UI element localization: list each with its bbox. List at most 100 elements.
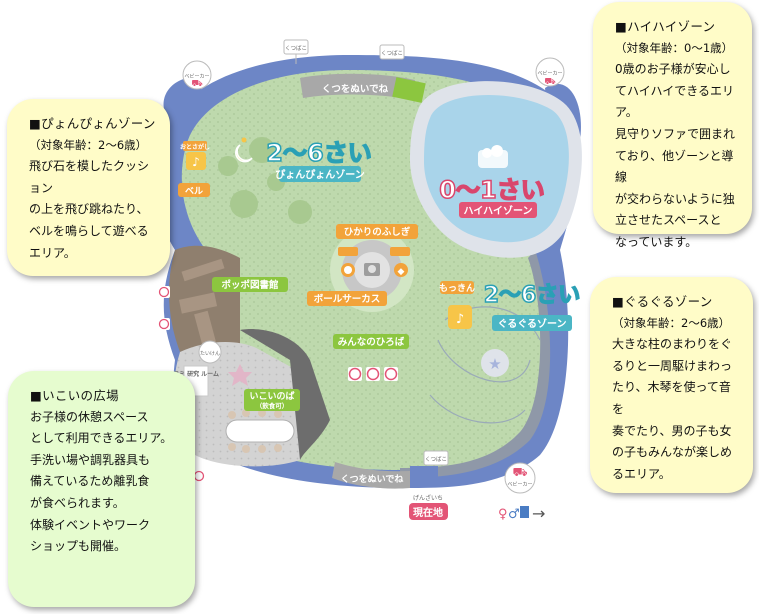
callout-line: ベルを鳴らして遊べる: [29, 223, 149, 238]
minna-label: みんなのひろば: [338, 336, 405, 348]
callout-line: 0歳のお子様が安心し: [615, 62, 731, 77]
callout-line: なっています。: [615, 234, 698, 249]
bell-label: ベル: [185, 186, 203, 197]
library-plate: [212, 277, 288, 292]
haihai-name-label: ハイハイゾーン: [464, 204, 533, 217]
current-location: げんざいち 現在地: [409, 494, 448, 520]
mokkin-plate: [440, 281, 474, 294]
callout-line: として利用できるエリア。: [30, 431, 173, 446]
callout-line: 飛び石を模したクッション: [29, 159, 150, 195]
stroller-icon: ⛟: [544, 77, 555, 87]
pyon-name-plate: [279, 166, 361, 182]
hikari-plate: [336, 224, 418, 239]
callout-line: が交わらないように独: [615, 191, 735, 206]
callout-subtitle: （対象年齢：2〜6歳）: [612, 315, 731, 330]
pyon-age-label: 2〜6さい: [266, 139, 371, 167]
callout-line: 見守りソファで囲まれ: [615, 126, 736, 141]
haihai-name-plate: [459, 202, 537, 218]
callout-line: エリア。: [29, 245, 76, 260]
man-icon: ♂: [508, 507, 520, 522]
callout-ikoi-plaza: ■いこいの広場 お子様の休憩スペース として利用できるエリア。 手洗い場や調乳器…: [8, 371, 195, 607]
no-food-icons: [348, 367, 398, 381]
callout-line: が食べられます。: [30, 495, 125, 510]
guru-name-label: ぐるぐるゾーン: [497, 317, 566, 330]
callout-line: 備えているため離乳食: [30, 474, 150, 489]
stroller-icon: ⛟: [512, 465, 527, 479]
pyon-name-label: ぴょんぴょんゾーン: [275, 168, 365, 181]
svg-text:♪: ♪: [192, 155, 200, 169]
shoes-off-label-bottom: くつをぬいでね: [341, 474, 404, 485]
callout-guru-zone: ■ぐるぐるゾーン （対象年齢：2〜6歳） 大きな柱のまわりをぐ るりと一周駆けま…: [590, 277, 753, 493]
callout-line: 奏でたり、男の子も女: [612, 423, 732, 438]
callout-line: てハイハイできるエリア。: [615, 83, 735, 120]
svg-text:ベビーカー: ベビーカー: [184, 73, 209, 80]
callout-subtitle: （対象年齢：0〜1歳）: [615, 40, 734, 55]
moon-icon: [235, 144, 253, 163]
stroller-tag: ベビーカー ⛟: [535, 57, 565, 87]
ball-circus-label: ボールサーカス: [314, 293, 381, 305]
callout-line: るりと一周駆けまわっ: [612, 358, 733, 373]
ikoi-plate: [244, 389, 300, 411]
guru-name-plate: [492, 315, 572, 331]
svg-text:くつばこ: くつばこ: [285, 44, 307, 52]
svg-text:ベビーカー: ベビーカー: [537, 70, 562, 77]
star-icon: ★: [488, 355, 501, 373]
svg-text:くつばこ: くつばこ: [381, 49, 403, 57]
callout-line: たり、木琴を使って音を: [612, 380, 731, 416]
svg-text:おとさがし: おとさがし: [180, 143, 210, 151]
callout-line: の上を飛び跳ねたり、: [29, 202, 149, 217]
bell-icon: [186, 152, 206, 170]
woman-icon: ♀: [498, 507, 508, 522]
facility-tags: くつばこ くつばこ くつばこ ベビーカー ⛟ ベビーカー ⛟ ⛟ ベビーカー: [158, 39, 565, 494]
svg-text:たいけん: たいけん: [200, 351, 220, 357]
haihai-zone: 0〜1さい ハイハイゾーン: [410, 81, 582, 258]
svg-text:コミ 研究 ルーム: コミ 研究 ルーム: [173, 370, 219, 378]
kyoju-tag: たいけん: [198, 340, 222, 364]
callout-pyon-zone: ■ぴょんぴょんゾーン （対象年齢：2〜6歳） 飛び石を模したクッション の上を飛…: [7, 99, 170, 276]
guru-age-label: 2〜6さい: [484, 283, 581, 308]
shoes-off-label-top: くつをぬいでね: [322, 84, 389, 95]
gray-track: [400, 250, 551, 478]
svg-text:ベビーカー: ベビーカー: [507, 481, 532, 488]
callout-title: ■ぐるぐるゾーン: [612, 294, 713, 309]
no-food-icons-left: [158, 286, 205, 482]
callout-line: の子もみんなが楽しめ: [612, 445, 733, 460]
ikoi-plaza: コミ 研究 ルーム: [173, 329, 330, 467]
callout-subtitle: （対象年齢：2〜6歳）: [29, 137, 148, 152]
callout-line: 体験イベントやワーク: [30, 517, 151, 532]
flower-icon: [228, 364, 252, 386]
xylophone-icon: [448, 305, 472, 329]
callout-haihai-zone: ■ハイハイゾーン （対象年齢：0〜1歳） 0歳のお子様が安心し てハイハイできる…: [593, 2, 752, 249]
callout-line: るエリア。: [612, 466, 671, 481]
svg-text:◆: ◆: [398, 267, 405, 277]
bell-station: おとさがし ♪ ベル: [178, 141, 210, 197]
stroller-icon: ⛟: [191, 79, 202, 89]
shoes-off-band-bottom: くつをぬいでね: [332, 462, 438, 489]
stroller-tag: ⛟ ベビーカー: [504, 462, 536, 494]
callout-line: 手洗い場や調乳器具も: [30, 452, 151, 467]
callout-line: お子様の休憩スペース: [30, 409, 149, 424]
callout-line: 大きな柱のまわりをぐ: [612, 337, 733, 352]
restroom-icons: ♀ ♂ →: [498, 504, 545, 523]
ball-circus-plate: [307, 291, 387, 306]
shoes-off-band-top: くつをぬいでね: [300, 73, 426, 103]
callout-title: ■ハイハイゾーン: [615, 19, 716, 34]
shoe-box-tag: くつばこ: [379, 44, 405, 60]
svg-text:くつばこ: くつばこ: [425, 455, 447, 463]
shoe-box-tag: くつばこ: [283, 39, 309, 64]
library-label: ポッポ図書館: [221, 279, 279, 291]
shoe-box-tag: くつばこ: [423, 450, 449, 466]
callout-line: 立させたスペースと: [615, 213, 722, 228]
minna-plate: [333, 334, 409, 349]
ikoi-label: いこいのば: [249, 390, 294, 402]
callout-line: ており、他ゾーンと導線: [615, 148, 734, 185]
mokkin-label: もっきん: [439, 283, 475, 294]
callout-title: ■いこいの広場: [30, 388, 119, 403]
svg-text:♪: ♪: [456, 312, 464, 327]
current-location-label: 現在地: [413, 506, 443, 519]
bookshelves: [178, 258, 225, 346]
callout-line: ショップも開催。: [30, 539, 127, 554]
haihai-age-label: 0〜1さい: [439, 176, 544, 204]
callout-title: ■ぴょんぴょんゾーン: [29, 116, 156, 131]
